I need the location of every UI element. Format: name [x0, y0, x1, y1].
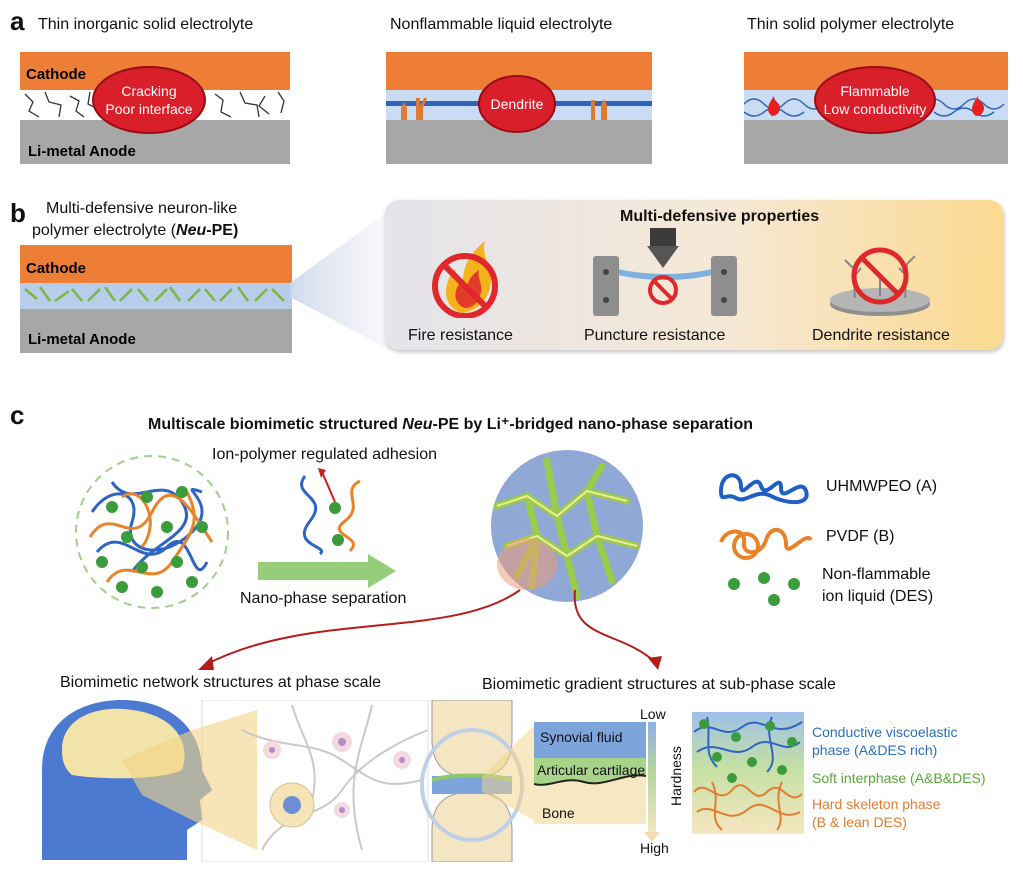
dendrite-bubble [478, 75, 556, 133]
hardness-bar [648, 722, 656, 834]
adhesion-chains-icon [300, 468, 361, 556]
phase-label-1a: Conductive viscoelastic [812, 724, 958, 740]
separation-label: Nano-phase separation [240, 590, 407, 607]
title-pre: Multiscale biomimetic structured [148, 416, 403, 433]
neu-pe-cell-diagram: Cathode Li-metal Anode [20, 245, 292, 353]
puncture-resistance-icon [593, 228, 737, 316]
flame-icon [768, 96, 780, 116]
panel-a-title-2: Nonflammable liquid electrolyte [390, 16, 613, 33]
des-legend-label-2: ion liquid (DES) [822, 588, 934, 605]
zoom-arrows [198, 589, 662, 670]
polymer-mixture-circle [75, 455, 229, 609]
anode-label: Li-metal Anode [28, 143, 136, 160]
neu-pe-network-circle [491, 450, 643, 602]
hardness-axis-label: Hardness [668, 746, 684, 806]
fire-resistance-icon [432, 241, 498, 318]
cathode-label: Cathode [26, 260, 86, 277]
cathode-label: Cathode [26, 66, 86, 83]
des-legend-label-1: Non-flammable [822, 566, 931, 583]
phase-label-2: Soft interphase (A&B&DES) [812, 770, 986, 786]
bubble-text-2: Low conductivity [824, 101, 927, 117]
panel-b-letter: b [10, 198, 26, 228]
brain-neuron-illustration [42, 700, 429, 862]
bubble-text-1: Flammable [840, 83, 909, 99]
des-legend-icon [728, 572, 800, 606]
panel-a-title-3: Thin solid polymer electrolyte [747, 16, 955, 33]
cracking-bubble [92, 66, 206, 134]
hardness-arrow [644, 832, 660, 842]
network-title: Biomimetic network structures at phase s… [60, 674, 382, 691]
dendrite-text: Dendrite [491, 96, 544, 112]
puncture-resistance-label: Puncture resistance [584, 327, 726, 344]
polymer-cell-diagram: Flammable Low conductivity [744, 52, 1008, 164]
dendrite-resistance-label: Dendrite resistance [812, 327, 950, 344]
title-em: Neu [176, 222, 207, 239]
uhmwpeo-legend-icon [719, 473, 809, 505]
dendrite-resistance-icon [830, 247, 930, 316]
adhesion-label: Ion-polymer regulated adhesion [212, 446, 438, 463]
hardness-low-label: Low [640, 706, 666, 722]
zoom-wedge [290, 210, 390, 350]
bone-label: Bone [542, 805, 575, 821]
title-em: Neu [402, 416, 433, 433]
pvdf-legend-icon [719, 528, 813, 560]
bubble-text-2: Poor interface [105, 101, 192, 117]
panel-b-title-1: Multi-defensive neuron-like [46, 200, 238, 217]
liquid-cell-diagram: Dendrite [386, 52, 652, 164]
joint-zoom-wedge [482, 722, 537, 822]
phase-label-3b: (B & lean DES) [812, 814, 907, 830]
separation-arrow [258, 554, 396, 588]
title-post: -PE by Li⁺-bridged nano-phase separation [432, 416, 753, 433]
fire-resistance-label: Fire resistance [408, 327, 513, 344]
pvdf-legend-label: PVDF (B) [826, 528, 895, 545]
bubble-text-1: Cracking [121, 83, 176, 99]
panel-c-title: Multiscale biomimetic structured Neu-PE … [148, 414, 753, 434]
title-post: -PE) [206, 222, 239, 239]
phase-label-3a: Hard skeleton phase [812, 796, 941, 812]
title-pre: polymer electrolyte ( [32, 222, 177, 239]
synovial-fluid-label: Synovial fluid [540, 729, 623, 745]
uhmwpeo-legend-label: UHMWPEO (A) [826, 478, 938, 495]
flame-icon [972, 96, 984, 116]
panel-b-title-2: polymer electrolyte (Neu-PE) [32, 222, 238, 240]
flammable-bubble [814, 66, 936, 134]
hardness-high-label: High [640, 840, 669, 856]
phase-structure-diagram [692, 712, 804, 834]
panel-a-title-1: Thin inorganic solid electrolyte [38, 16, 254, 33]
panel-c-letter: c [10, 400, 25, 430]
properties-title: Multi-defensive properties [620, 208, 820, 225]
articular-cartilage-label: Articular cartilage [537, 762, 646, 778]
inorganic-cell-diagram: Cathode Li-metal Anode Cracking Poor int… [20, 52, 290, 164]
anode-label: Li-metal Anode [28, 331, 136, 348]
phase-label-1b: phase (A&DES rich) [812, 742, 938, 758]
joint-layers [534, 722, 646, 824]
panel-a-letter: a [10, 6, 25, 36]
gradient-title: Biomimetic gradient structures at sub-ph… [482, 676, 836, 693]
